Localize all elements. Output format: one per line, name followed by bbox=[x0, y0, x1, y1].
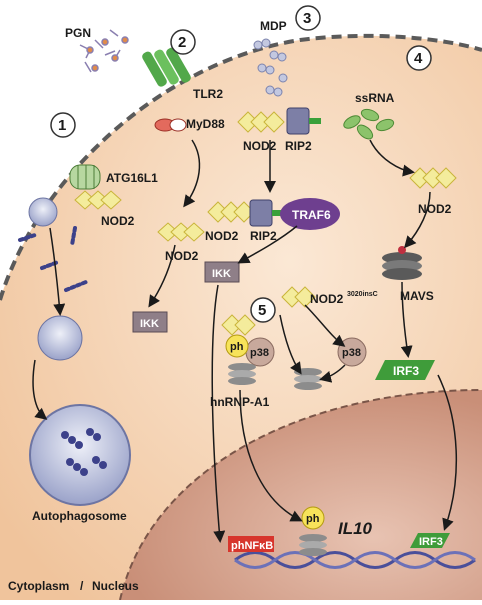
nod2-glyph-mutant bbox=[281, 286, 316, 308]
label-irf3-dna: IRF3 bbox=[419, 536, 443, 548]
label-nod2-mutant-sup: 3020insC bbox=[347, 291, 378, 298]
vesicle-small bbox=[28, 197, 58, 227]
label-atg16l1: ATG16L1 bbox=[106, 171, 158, 185]
hnrnp-stack-right bbox=[294, 368, 322, 390]
cell-membrane bbox=[0, 33, 482, 301]
ikk-box-mid bbox=[204, 261, 240, 283]
label-tlr2: TLR2 bbox=[193, 87, 223, 101]
label-p38-left: p38 bbox=[250, 347, 269, 359]
label-traf6: TRAF6 bbox=[292, 208, 331, 222]
step-badge-1 bbox=[50, 112, 76, 138]
pathway-arrows bbox=[32, 139, 458, 543]
label-ssrna: ssRNA bbox=[355, 91, 395, 105]
label-irf3: IRF3 bbox=[393, 364, 419, 378]
label-nod2-autophagy: NOD2 bbox=[101, 214, 135, 228]
rip2-top bbox=[286, 107, 321, 135]
vesicle-mid bbox=[37, 315, 83, 361]
label-il10: IL10 bbox=[338, 519, 373, 538]
step-number-3: 3 bbox=[303, 10, 311, 27]
step-number-2: 2 bbox=[178, 34, 186, 51]
label-cytoplasm: Cytoplasm bbox=[8, 579, 69, 593]
autophagosome-vesicle bbox=[29, 404, 131, 506]
myd88 bbox=[154, 118, 187, 132]
tlr2-receptor bbox=[142, 47, 191, 87]
label-myd88: MyD88 bbox=[186, 117, 225, 131]
label-rip2-top: RIP2 bbox=[285, 139, 312, 153]
autophagosome-cargo bbox=[61, 428, 107, 476]
pgn-molecules bbox=[79, 29, 129, 73]
step-number-1: 1 bbox=[58, 117, 66, 134]
irf3-dna-box bbox=[410, 533, 450, 548]
nuclear-envelope bbox=[119, 389, 482, 601]
label-slash: / bbox=[80, 579, 84, 593]
hnrnp-stack-left bbox=[228, 363, 256, 385]
label-phnfkb: phNFκB bbox=[231, 540, 273, 552]
step-badge-4 bbox=[406, 45, 432, 71]
label-ph-il10: ph bbox=[306, 513, 320, 525]
label-hnrnp: hnRNP-A1 bbox=[210, 395, 270, 409]
label-ph: ph bbox=[230, 341, 244, 353]
label-ikk-left: IKK bbox=[140, 318, 159, 330]
nucleus bbox=[120, 390, 482, 600]
step-number-5: 5 bbox=[258, 302, 266, 319]
ssrna-molecules bbox=[343, 108, 395, 140]
ph-circle bbox=[225, 334, 249, 358]
hnrnp-stack-il10 bbox=[299, 534, 327, 556]
traf6-oval bbox=[280, 198, 340, 230]
step-badge-2 bbox=[170, 29, 196, 55]
label-nucleus: Nucleus bbox=[92, 579, 139, 593]
mdp-molecules bbox=[253, 38, 288, 97]
label-p38-right: p38 bbox=[342, 347, 361, 359]
rip2-traf bbox=[249, 199, 282, 227]
nod2-glyph-myd88 bbox=[157, 222, 205, 242]
step-badge-5 bbox=[250, 297, 276, 323]
nod2-glyph-autophagy bbox=[74, 190, 122, 210]
irf3-box bbox=[375, 360, 435, 380]
label-nod2-top: NOD2 bbox=[243, 139, 277, 153]
label-ikk-mid: IKK bbox=[212, 268, 231, 280]
mavs bbox=[382, 246, 422, 280]
label-pgn: PGN bbox=[65, 26, 91, 40]
label-nod2-mutant: NOD2 bbox=[310, 292, 344, 306]
nod2-glyph-ph bbox=[221, 314, 256, 336]
label-rip2-traf: RIP2 bbox=[250, 229, 277, 243]
step-number-4: 4 bbox=[414, 50, 423, 67]
nod2-glyph-traf bbox=[207, 201, 255, 223]
step-badges bbox=[50, 5, 432, 323]
nod2-glyph-ssrna bbox=[409, 167, 457, 189]
step-badge-3 bbox=[295, 5, 321, 31]
atg16l1 bbox=[69, 164, 101, 190]
label-autophagosome: Autophagosome bbox=[32, 509, 127, 523]
label-nod2-myd88: NOD2 bbox=[165, 249, 199, 263]
dna-helix bbox=[234, 551, 476, 569]
ikk-box-left bbox=[132, 311, 168, 333]
phnfkb-box bbox=[228, 536, 274, 552]
nod2-glyph-top bbox=[237, 111, 285, 133]
label-nod2-traf: NOD2 bbox=[205, 229, 239, 243]
label-mavs: MAVS bbox=[400, 289, 434, 303]
label-mdp: MDP bbox=[260, 19, 287, 33]
label-nod2-ssrna: NOD2 bbox=[418, 202, 452, 216]
